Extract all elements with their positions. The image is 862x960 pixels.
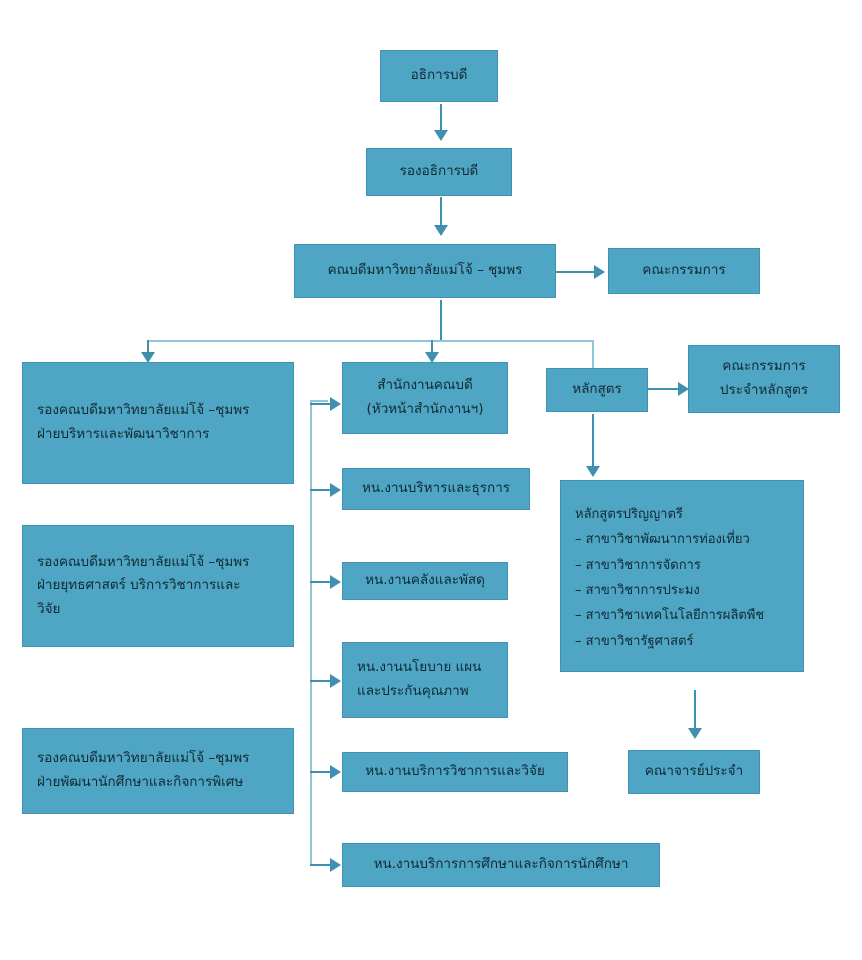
node-vice-president-label: รองอธิการบดี: [399, 163, 479, 180]
node-unit-admin-label: หน.งานบริหารและธุรการ: [361, 480, 511, 497]
connector-spine-to-dean-office: [310, 403, 336, 405]
node-curriculum-committee-line2: ประจำหลักสูตร: [719, 382, 809, 398]
node-dean-office-line1: สำนักงานคณบดี: [377, 377, 473, 394]
node-unit-policy-line2: และประกันคุณภาพ: [357, 683, 469, 699]
connector-president-to-vice-president: [440, 104, 442, 132]
node-vice-president[interactable]: รองอธิการบดี: [363, 145, 518, 202]
arrowhead-bachelor-programs: [586, 466, 600, 477]
node-unit-policy[interactable]: หน.งานนโยบาย แผน และประกันคุณภาพ: [339, 639, 514, 724]
bachelor-program-item: – สาขาวิชาเทคโนโลยีการผลิตพืช: [575, 608, 765, 624]
node-vice-dean-student-line1: รองคณบดีมหาวิทยาลัยแม่โจ้ –ชุมพร: [37, 750, 250, 767]
connector-dean-to-committee: [556, 271, 596, 273]
node-president[interactable]: อธิการบดี: [377, 47, 504, 108]
arrowhead-committee: [594, 265, 605, 279]
bachelor-program-item: – สาขาวิชาพัฒนาการท่องเที่ยว: [575, 532, 750, 548]
node-curriculum[interactable]: หลักสูตร: [543, 365, 654, 418]
connector-spine-to-unit-policy: [310, 680, 336, 682]
node-vice-dean-strategy[interactable]: รองคณบดีมหาวิทยาลัยแม่โจ้ –ชุมพร ฝ่ายยุท…: [19, 522, 300, 653]
arrowhead-vice-dean-admin: [141, 352, 155, 363]
arrowhead-unit-education: [330, 858, 341, 872]
connector-programs-to-faculty: [694, 690, 696, 732]
distribution-bar: [148, 340, 594, 342]
node-unit-education-label: หน.งานบริการการศึกษาและกิจการนักศึกษา: [373, 856, 629, 873]
arrowhead-dean: [434, 225, 448, 236]
node-faculty-label: คณาจารย์ประจำ: [644, 763, 744, 780]
bachelor-programs-heading: หลักสูตรปริญญาตรี: [575, 506, 683, 522]
node-committee[interactable]: คณะกรรมการ: [605, 245, 766, 300]
arrowhead-vice-president: [434, 130, 448, 141]
arrowhead-unit-finance: [330, 575, 341, 589]
connector-dean-down: [440, 300, 442, 340]
node-vice-dean-admin[interactable]: รองคณบดีมหาวิทยาลัยแม่โจ้ –ชุมพร ฝ่ายบริ…: [19, 359, 300, 490]
connector-branch-curriculum: [592, 340, 594, 368]
node-vice-dean-student-line2: ฝ่ายพัฒนานักศึกษาและกิจการพิเศษ: [37, 774, 244, 790]
node-dean-office[interactable]: สำนักงานคณบดี (หัวหน้าสำนักงานฯ): [339, 359, 514, 440]
arrowhead-unit-academic-service: [330, 765, 341, 779]
arrowhead-unit-dean-office: [330, 397, 341, 411]
node-curriculum-label: หลักสูตร: [572, 381, 622, 398]
node-vice-dean-admin-line2: ฝ่ายบริหารและพัฒนาวิชาการ: [37, 426, 210, 442]
node-vice-dean-admin-line1: รองคณบดีมหาวิทยาลัยแม่โจ้ –ชุมพร: [37, 402, 250, 419]
node-vice-dean-student[interactable]: รองคณบดีมหาวิทยาลัยแม่โจ้ –ชุมพร ฝ่ายพัฒ…: [19, 725, 300, 820]
connector-spine-to-unit-admin: [310, 489, 336, 491]
node-unit-finance-label: หน.งานคลังและพัสดุ: [365, 572, 485, 589]
node-dean-label: คณบดีมหาวิทยาลัยแม่โจ้ – ชุมพร: [327, 262, 523, 279]
node-unit-finance[interactable]: หน.งานคลังและพัสดุ: [339, 559, 514, 606]
arrowhead-curriculum-committee: [678, 382, 689, 396]
node-bachelor-programs[interactable]: หลักสูตรปริญญาตรี – สาขาวิชาพัฒนาการท่อง…: [557, 477, 810, 678]
connector-vice-president-to-dean: [440, 197, 442, 227]
node-vice-dean-strategy-line2: ฝ่ายยุทธศาสตร์ บริการวิชาการและ: [37, 577, 241, 594]
node-unit-admin[interactable]: หน.งานบริหารและธุรการ: [339, 465, 536, 516]
connector-spine-to-unit-education: [310, 864, 336, 866]
node-unit-education[interactable]: หน.งานบริการการศึกษาและกิจการนักศึกษา: [339, 840, 666, 893]
node-president-label: อธิการบดี: [410, 67, 468, 84]
node-unit-academic-service[interactable]: หน.งานบริการวิชาการและวิจัย: [339, 749, 574, 798]
arrowhead-faculty: [688, 728, 702, 739]
office-units-spine: [310, 400, 312, 866]
connector-curriculum-to-programs: [592, 414, 594, 470]
node-curriculum-committee[interactable]: คณะกรรมการ ประจำหลักสูตร: [685, 342, 846, 419]
bachelor-program-item: – สาขาวิชาการประมง: [575, 583, 700, 598]
arrowhead-dean-office: [425, 352, 439, 363]
spine-stub-dean-office: [310, 400, 328, 402]
bachelor-program-item: – สาขาวิชาการจัดการ: [575, 557, 701, 573]
connector-branch-vice-deans: [147, 340, 149, 358]
connector-spine-to-unit-academic-service: [310, 771, 336, 773]
node-faculty[interactable]: คณาจารย์ประจำ: [625, 747, 766, 800]
node-unit-academic-service-label: หน.งานบริการวิชาการและวิจัย: [365, 763, 545, 780]
bachelor-program-item: – สาขาวิชารัฐศาสตร์: [575, 633, 694, 649]
connector-curriculum-to-committee: [648, 388, 684, 390]
node-vice-dean-strategy-line3: วิจัย: [37, 600, 61, 617]
arrowhead-unit-admin: [330, 483, 341, 497]
arrowhead-unit-policy: [330, 674, 341, 688]
node-dean[interactable]: คณบดีมหาวิทยาลัยแม่โจ้ – ชุมพร: [291, 241, 562, 304]
connector-branch-dean-office: [431, 340, 433, 358]
node-unit-policy-line1: หน.งานนโยบาย แผน: [357, 659, 482, 676]
node-vice-dean-strategy-line1: รองคณบดีมหาวิทยาลัยแม่โจ้ –ชุมพร: [37, 553, 250, 570]
node-curriculum-committee-line1: คณะกรรมการ: [722, 358, 806, 375]
connector-spine-to-unit-finance: [310, 581, 336, 583]
node-committee-label: คณะกรรมการ: [642, 262, 726, 279]
node-dean-office-line2: (หัวหน้าสำนักงานฯ): [366, 401, 484, 417]
